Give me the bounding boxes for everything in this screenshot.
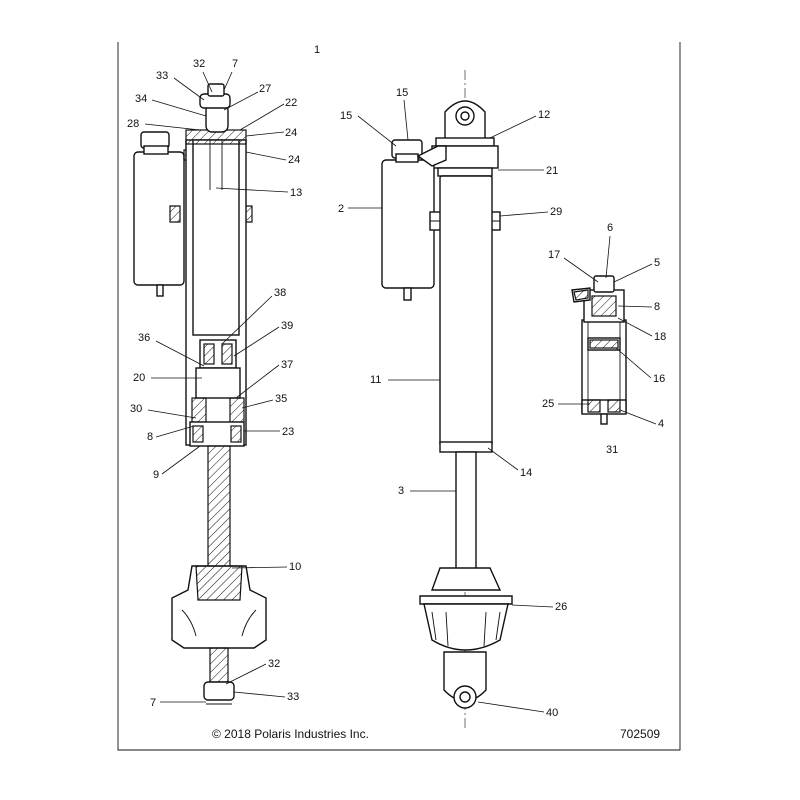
detail-reservoir-body [581, 319, 627, 413]
center-callouts: 15 15 12 2 21 29 11 14 3 26 40 [338, 87, 567, 719]
drawing-number: 702509 [620, 727, 660, 741]
callout-number: 18 [654, 331, 666, 343]
callout-number: 9 [153, 469, 159, 481]
callout-number: 29 [550, 206, 562, 218]
bumper-cup [431, 567, 502, 591]
callout-number: 13 [290, 187, 302, 199]
callout-number: 39 [281, 320, 293, 332]
callout-number: 23 [282, 426, 294, 438]
section-bumper [171, 565, 267, 649]
callout-number: 6 [607, 222, 613, 234]
shock-assembly-view [381, 70, 513, 728]
callout-number: 15 [396, 87, 408, 99]
callout-number: 33 [287, 691, 299, 703]
shock-body [439, 175, 493, 447]
callout-number: 31 [606, 444, 618, 456]
callout-number: 12 [538, 109, 550, 121]
callout-number: 2 [338, 203, 344, 215]
callout-number: 24 [288, 154, 300, 166]
callout-number: 10 [289, 561, 301, 573]
shock-section-view [133, 83, 267, 705]
callout-number: 15 [340, 110, 352, 122]
callout-number: 11 [370, 374, 381, 386]
callout-number: 14 [520, 467, 532, 479]
callout-number: 32 [268, 658, 280, 670]
callout-number: 37 [281, 359, 293, 371]
shock-shaft [455, 451, 477, 571]
callout-number: 17 [548, 249, 560, 261]
callout-number: 4 [658, 418, 664, 430]
callout-number: 7 [232, 58, 238, 70]
left-callouts: 32 7 33 27 34 22 28 24 24 13 38 36 39 20… [127, 58, 302, 709]
callout-number: 40 [546, 707, 558, 719]
callout-number: 21 [546, 165, 558, 177]
sheet-number: 1 [314, 44, 320, 56]
callout-number: 20 [133, 372, 145, 384]
callout-number: 7 [150, 697, 156, 709]
page-frame [117, 42, 681, 751]
callout-number: 36 [138, 332, 150, 344]
callout-number: 38 [274, 287, 286, 299]
reservoir-detail-view [571, 275, 627, 425]
callout-number: 26 [555, 601, 567, 613]
copyright-notice: © 2018 Polaris Industries Inc. [212, 727, 369, 741]
callout-number: 27 [259, 83, 271, 95]
reservoir-body [381, 159, 435, 289]
callout-number: 25 [542, 398, 554, 410]
callout-number: 3 [398, 485, 404, 497]
callout-number: 30 [130, 403, 142, 415]
callout-number: 24 [285, 127, 297, 139]
callout-number: 16 [653, 373, 665, 385]
callout-number: 34 [135, 93, 147, 105]
callout-number: 5 [654, 257, 660, 269]
callout-number: 33 [156, 70, 168, 82]
callout-number: 22 [285, 97, 297, 109]
callout-number: 32 [193, 58, 205, 70]
callout-number: 28 [127, 118, 139, 130]
callout-number: 35 [275, 393, 287, 405]
right-callouts: 6 17 5 8 18 16 25 4 31 [542, 222, 666, 456]
callout-number: 8 [654, 301, 660, 313]
callout-number: 8 [147, 431, 153, 443]
